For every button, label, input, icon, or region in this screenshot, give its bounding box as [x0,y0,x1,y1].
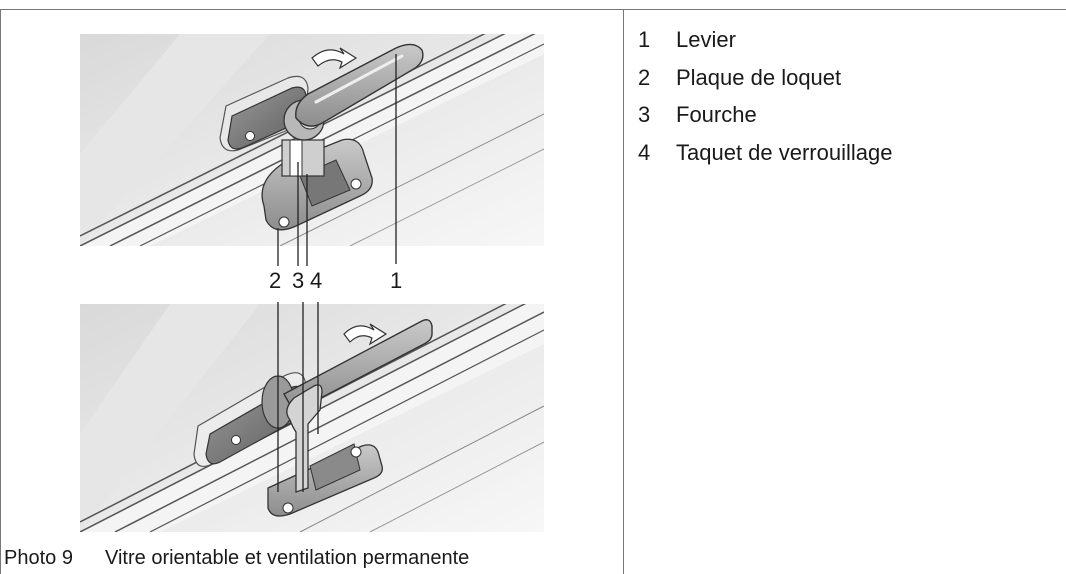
table-left-border [0,9,1,574]
table-top-border [0,9,1066,10]
table-column-divider [623,9,624,574]
figure-caption: Photo 9 Vitre orientable et ventilation p… [4,547,469,570]
latch-closed-view [80,304,544,532]
legend-label: Fourche [676,102,757,127]
legend-item: 2 Plaque de loquet [638,64,892,102]
legend-number: 3 [638,102,651,127]
legend-label: Levier [676,27,736,52]
callout-2: 2 [269,268,282,293]
legend-number: 2 [638,64,651,90]
legend-item: 4 Taquet de verrouillage [638,139,892,177]
callout-4: 4 [310,268,323,293]
caption-text: Vitre orientable et ventilation permanen… [105,547,470,569]
legend-item: 3 Fourche [638,101,892,139]
legend-number: 4 [638,139,651,165]
caption-number: Photo 9 [4,547,73,569]
legend-number: 1 [638,27,651,52]
parts-legend: 1 Levier 2 Plaque de loquet 3 Fourche 4 Taqu… [638,26,892,176]
legend-label: Plaque de loquet [676,64,842,90]
legend-label: Taquet de verrouillage [676,139,893,165]
callout-1: 1 [390,268,403,293]
callout-leader-lines [277,54,397,492]
legend-item: 1 Levier [638,26,892,64]
callout-3: 3 [292,268,305,293]
window-latch-illustration [60,14,570,546]
latch-open-view [80,34,544,246]
